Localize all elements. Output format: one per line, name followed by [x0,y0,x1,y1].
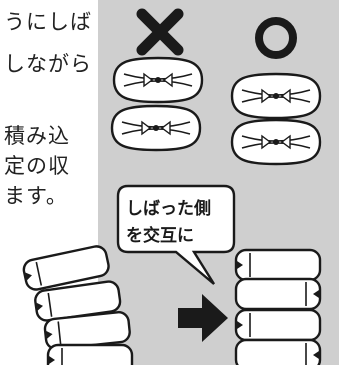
arrow-right-icon [178,294,228,342]
wrong-bag-bottom [110,104,202,152]
callout-line-1: しばった側 [126,198,211,219]
instruction-line-5: 定の収 [4,154,70,178]
correct-stack [234,248,322,365]
correct-icon [255,17,297,59]
callout-bubble: しばった側 を交互に [116,184,236,285]
instruction-line-2: しながら [4,52,92,76]
instruction-text: うにしば しながら 積み込 定の収 ます。 [0,0,100,208]
callout-line-2: を交互に [126,225,194,246]
correct-bag-bottom [230,118,322,166]
wrong-bag-top [112,56,204,104]
instruction-line-1: うにしば [4,10,92,34]
instruction-line-6: ます。 [4,184,68,208]
instruction-line-4: 積み込 [4,124,70,148]
wrong-icon [136,8,184,56]
wrong-stack [20,243,134,365]
correct-bag-top [230,72,322,120]
